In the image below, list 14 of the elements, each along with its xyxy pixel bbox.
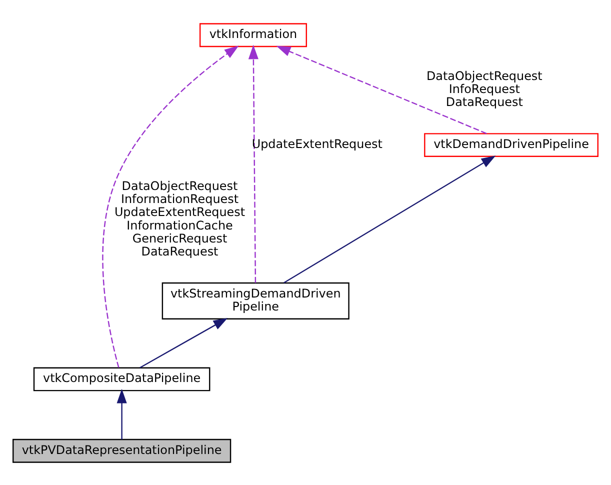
- node-box: vtkCompositeDataPipeline: [33, 366, 210, 391]
- edge-label: DataObjectRequest InformationRequest UpdateExtentRequest InformationCache GenericRequest DataRequest: [114, 178, 246, 258]
- arrow: [284, 155, 496, 283]
- arrow: [140, 317, 228, 368]
- arrow: [102, 45, 239, 368]
- node-box: vtkPVDataRepresentationPipeline: [12, 438, 232, 462]
- arrow: [276, 45, 487, 134]
- node-box: vtkStreamingDemandDrivenPipeline: [162, 282, 350, 319]
- node-box: vtkDemandDrivenPipeline: [424, 132, 598, 156]
- node-box: vtkInformation: [199, 22, 307, 47]
- arrow: [116, 388, 127, 439]
- edge-label: UpdateExtentRequest: [252, 136, 382, 151]
- arrow: [248, 44, 258, 282]
- edge-label: DataObjectRequest InfoRequest DataRequest: [426, 68, 542, 109]
